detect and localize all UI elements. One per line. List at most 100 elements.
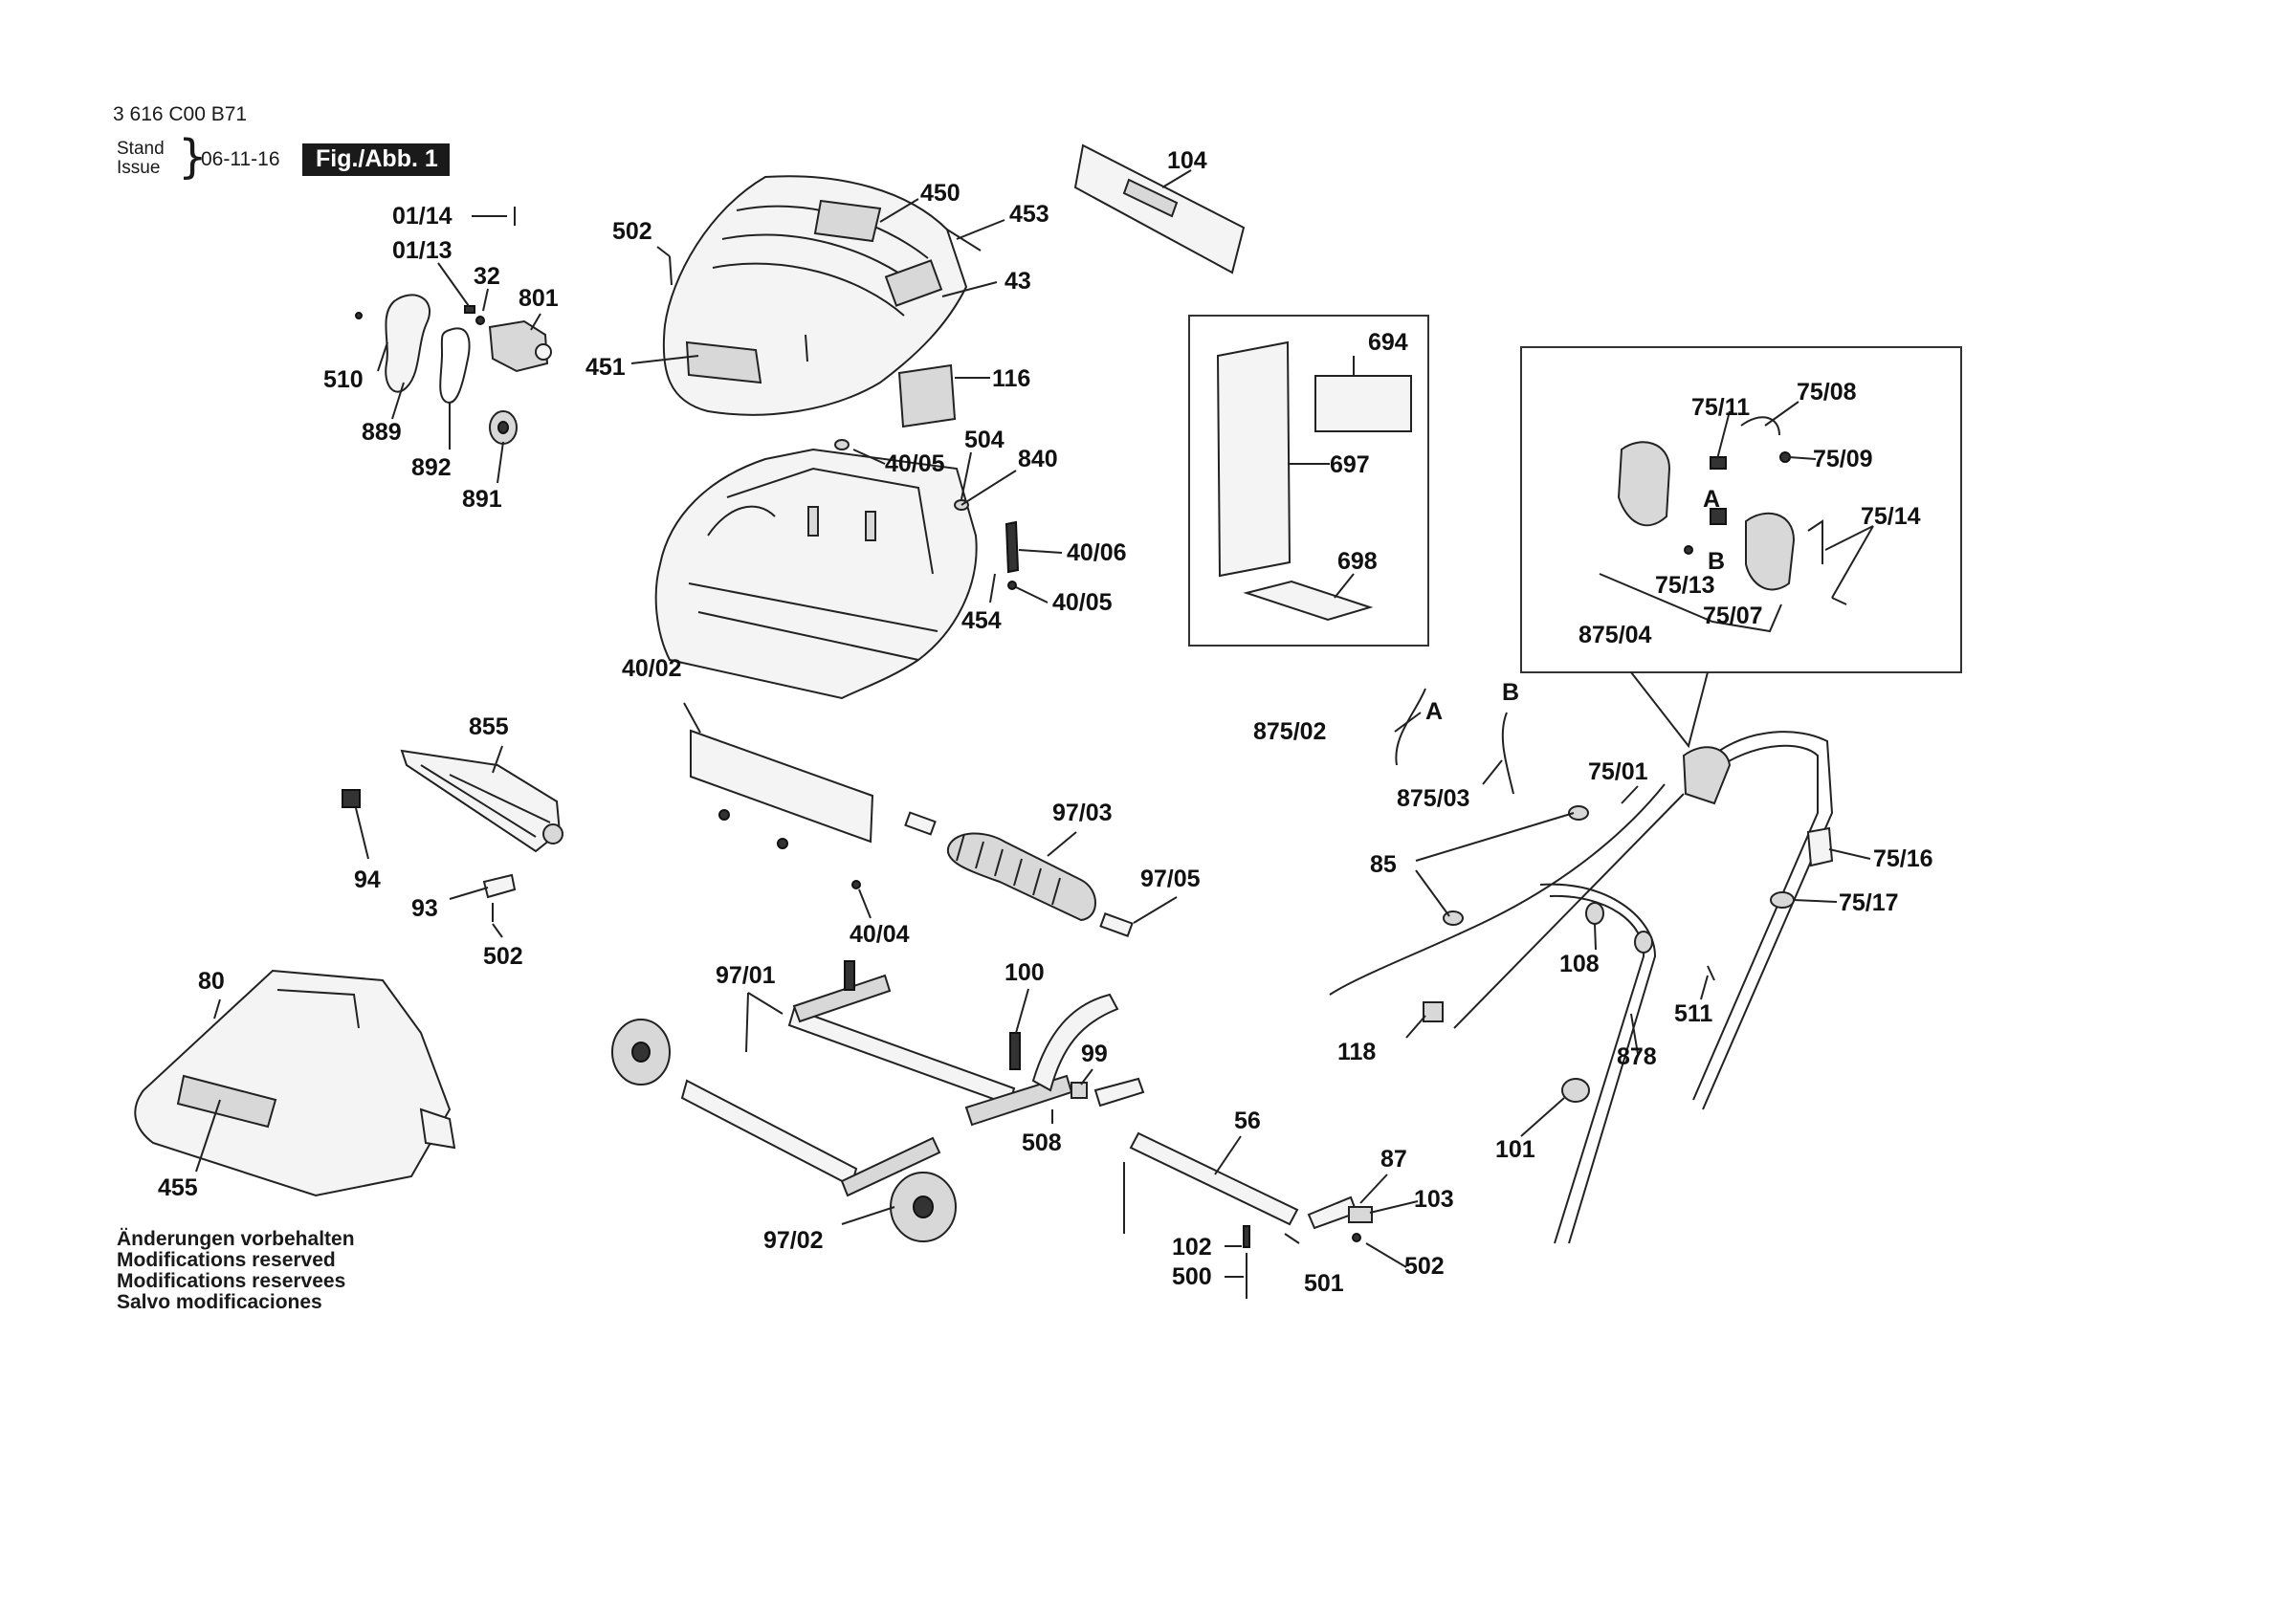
bushing-40-06 <box>1004 520 1020 574</box>
part-label-101: 101 <box>1495 1136 1535 1163</box>
part-label-855: 855 <box>469 713 509 740</box>
part-label-75-01: 75/01 <box>1588 758 1648 785</box>
bracket-93 <box>482 873 517 899</box>
part-label-75-13: 75/13 <box>1655 572 1715 599</box>
part-label-511: 511 <box>1674 1000 1712 1027</box>
part-label-75-17: 75/17 <box>1839 889 1899 916</box>
bracket-01-13 <box>464 305 475 314</box>
axle-front <box>680 1079 858 1188</box>
part-label-801: 801 <box>519 285 559 312</box>
bolt-97-05 <box>1099 912 1134 937</box>
part-label-510: 510 <box>323 366 364 393</box>
part-label-97-01: 97/01 <box>716 962 776 989</box>
part-label-450: 450 <box>920 180 960 207</box>
screw-502-bottom <box>1352 1233 1361 1242</box>
axle-rear <box>787 1007 1016 1107</box>
switch-housing-75-07 <box>1745 512 1796 591</box>
part-label-97-05: 97/05 <box>1140 866 1201 892</box>
part-label-875-02: 875/02 <box>1253 718 1326 745</box>
screw-501 <box>1284 1233 1300 1244</box>
part-label-97-02: 97/02 <box>763 1227 824 1254</box>
notice-french: Modifications reservees <box>117 1270 346 1292</box>
notice-spanish: Salvo modificaciones <box>117 1291 322 1313</box>
switch-inset-box <box>1520 346 1962 673</box>
strip-56 <box>1129 1131 1299 1226</box>
part-label-43: 43 <box>1004 268 1031 295</box>
part-label-40-02: 40/02 <box>622 655 682 682</box>
issue-label: Issue <box>117 158 161 178</box>
roller-97-03 <box>904 811 1134 937</box>
part-label-697: 697 <box>1330 451 1370 478</box>
chassis-housing <box>654 448 978 700</box>
part-label-75-11: 75/11 <box>1691 394 1750 421</box>
part-label-698: 698 <box>1337 548 1378 575</box>
upper-handle <box>1702 731 1834 1110</box>
clip-103 <box>1348 1206 1373 1223</box>
part-label-b-inset: B <box>1708 548 1725 575</box>
label-450 <box>813 199 882 243</box>
part-label-103: 103 <box>1414 1186 1454 1213</box>
cable-main <box>1329 783 1666 996</box>
screw-40-04 <box>851 880 861 889</box>
knob-75-17 <box>1770 891 1795 909</box>
part-label-40-06: 40/06 <box>1067 539 1127 566</box>
belt-892 <box>439 327 471 404</box>
strip-453 <box>946 229 982 252</box>
screw-511 <box>1707 965 1715 981</box>
upper-housing-group <box>662 175 982 416</box>
part-label-892: 892 <box>411 454 452 481</box>
pin-102 <box>1243 1225 1250 1248</box>
screw-75-09 <box>1779 451 1791 463</box>
part-label-40-05-a: 40/05 <box>885 450 945 477</box>
height-bracket <box>792 974 892 1023</box>
part-label-878: 878 <box>1617 1043 1657 1070</box>
cable-875-03 <box>1501 712 1514 795</box>
grass-box-80 <box>134 969 456 1197</box>
part-label-01-14: 01/14 <box>392 203 453 230</box>
clip-99 <box>1071 1082 1088 1099</box>
part-label-56: 56 <box>1234 1108 1261 1134</box>
clip-85-upper <box>1568 805 1589 821</box>
lever-75-14 <box>1807 519 1823 564</box>
baffle-40-02 <box>690 729 874 844</box>
part-label-80: 80 <box>198 968 225 995</box>
bearing-screw <box>904 811 937 836</box>
axle-frame-group <box>611 960 1145 1242</box>
screw-32 <box>475 316 485 325</box>
part-label-104: 104 <box>1167 147 1207 174</box>
part-label-875-03: 875/03 <box>1397 785 1469 812</box>
card-694 <box>1314 375 1412 432</box>
screw-75-13 <box>1684 545 1693 555</box>
switch-box-75-01 <box>1682 746 1732 805</box>
sheet-698 <box>1243 580 1374 622</box>
scarifier-855 <box>342 749 563 922</box>
part-label-75-08: 75/08 <box>1797 379 1857 406</box>
figure-badge: Fig./Abb. 1 <box>302 143 450 176</box>
clip-75-16 <box>1806 826 1834 867</box>
part-label-01-13: 01/13 <box>392 237 453 264</box>
part-label-889: 889 <box>362 419 402 446</box>
part-label-93: 93 <box>411 895 438 922</box>
part-label-100: 100 <box>1004 959 1045 986</box>
part-label-75-16: 75/16 <box>1873 845 1933 872</box>
part-label-840: 840 <box>1018 446 1058 472</box>
part-label-501: 501 <box>1304 1270 1344 1297</box>
screw-502-top <box>669 255 673 286</box>
part-label-502-left: 502 <box>483 943 523 970</box>
motor-801 <box>488 319 549 373</box>
part-label-94: 94 <box>354 866 381 893</box>
part-label-87: 87 <box>1380 1146 1407 1173</box>
part-label-504: 504 <box>964 427 1004 453</box>
issue-date: 06-11-16 <box>201 148 280 170</box>
part-label-500: 500 <box>1172 1263 1212 1290</box>
spring-upper <box>844 960 855 991</box>
part-label-99: 99 <box>1081 1041 1108 1067</box>
part-label-451: 451 <box>585 354 626 381</box>
part-label-508: 508 <box>1022 1130 1062 1156</box>
motor-group <box>355 207 552 445</box>
switch-a <box>1710 508 1727 525</box>
vent-43 <box>884 259 943 307</box>
part-label-b: B <box>1502 679 1519 706</box>
assembly-875-04-outline <box>1599 573 1782 633</box>
part-label-75-14: 75/14 <box>1861 503 1921 530</box>
